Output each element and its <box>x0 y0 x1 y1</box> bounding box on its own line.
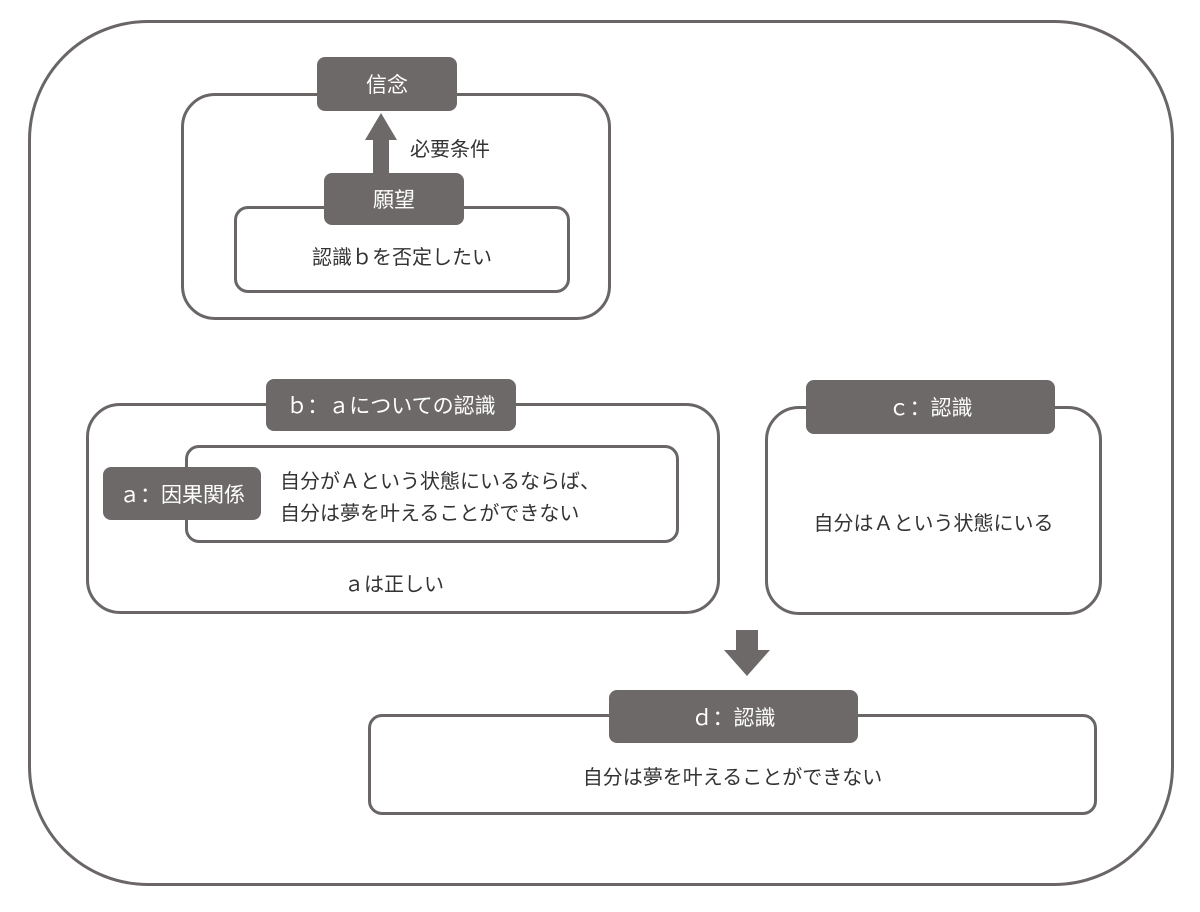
recognition-b-tag: ｂ：ａについての認識 <box>266 379 516 431</box>
recognition-c-text: 自分はＡという状態にいる <box>813 511 1054 535</box>
desire-tag: 願望 <box>324 173 464 225</box>
up-arrow-icon <box>365 113 397 180</box>
belief-tag: 信念 <box>317 57 457 111</box>
recognition-d-text: 自分は夢を叶えることができない <box>582 765 883 789</box>
desire-text: 認識ｂを否定したい <box>312 245 492 269</box>
causal-relation-tag: ａ：因果関係 <box>103 467 261 520</box>
causal-text-line2: 自分は夢を叶えることができない <box>280 501 580 525</box>
recognition-c-tag: ｃ：認識 <box>806 380 1055 434</box>
recognition-d-box: 自分は夢を叶えることができない <box>368 714 1097 815</box>
recognition-b-footer: ａは正しい <box>344 572 444 596</box>
recognition-c-box: 自分はＡという状態にいる <box>765 406 1102 615</box>
causal-text-line1: 自分がＡという状態にいるならば、 <box>280 469 600 493</box>
down-arrow-icon <box>724 630 770 676</box>
recognition-d-tag: ｄ：認識 <box>609 690 858 743</box>
necessary-condition-label: 必要条件 <box>410 137 490 161</box>
